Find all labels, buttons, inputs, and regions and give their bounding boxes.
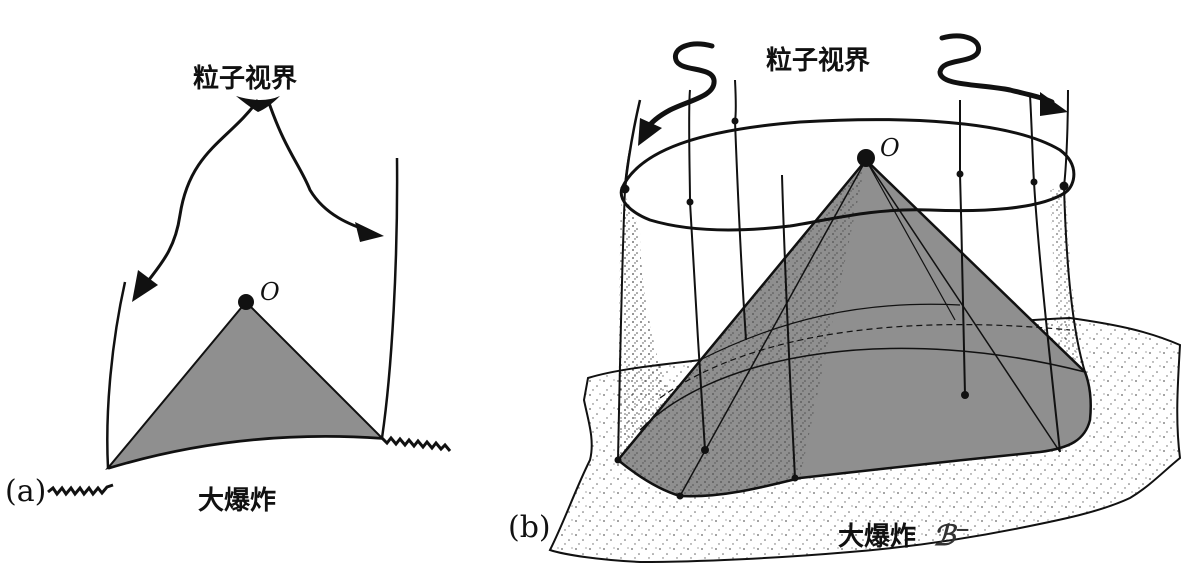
cone-inner-line-3 — [865, 159, 956, 321]
panel-b-bottom-text: 大爆炸 — [838, 522, 917, 552]
galaxy-point-3 — [676, 492, 684, 500]
panel-a-bottom-label: 大爆炸 — [198, 486, 277, 516]
horizon-cylinder-side-right — [1050, 185, 1085, 375]
panel-a — [47, 96, 452, 497]
panel-a-title: 粒子视界 — [193, 64, 298, 94]
worldline-left-a — [106, 281, 127, 469]
panel-b-bottom-label: 大爆炸 ℬ− — [838, 516, 970, 553]
origin-point-b — [857, 149, 875, 167]
big-bang-wavy-right — [380, 435, 452, 452]
panel-b — [548, 33, 1182, 564]
cone-inner-line-1 — [679, 159, 867, 497]
panel-b-label: (b) — [508, 510, 551, 545]
panel-a-origin-label: O — [260, 278, 280, 306]
cone-section-curve-3 — [699, 303, 961, 361]
horizon-arrow-left-b — [642, 41, 717, 135]
arrow-junction-a — [236, 96, 280, 112]
horizon-arrow-right-a-head — [355, 222, 384, 242]
panel-b-title: 粒子视界 — [766, 46, 871, 76]
panel-b-bottom-superscript: − — [955, 519, 971, 541]
worldline-right-a — [380, 157, 399, 439]
cone-section-curve-2 — [659, 324, 1071, 399]
galaxy-point-2 — [961, 391, 969, 399]
horizon-arrow-left-b-head — [638, 118, 662, 146]
origin-point-a — [238, 294, 254, 310]
cone-section-curve-1 — [639, 347, 1086, 431]
past-light-cone-a — [105, 300, 385, 470]
horizon-arrow-left-a-head — [132, 270, 158, 302]
galaxy-point-5 — [614, 456, 622, 464]
horizon-arrow-left-a — [143, 99, 260, 286]
galaxy-point-1 — [701, 446, 709, 454]
horizon-arrow-right-a — [266, 99, 373, 234]
panel-b-bottom-symbol: ℬ — [933, 519, 956, 552]
particle-horizon-ring — [619, 118, 1076, 232]
panel-b-origin-label: O — [880, 134, 900, 162]
horizon-arrow-right-b — [937, 33, 1055, 105]
panel-a-label: (a) — [5, 474, 47, 509]
cone-stipple — [618, 160, 866, 497]
horizon-arrow-right-b-head — [1040, 92, 1068, 116]
big-bang-wavy-left — [47, 483, 114, 497]
galaxy-worldlines — [617, 79, 1086, 479]
galaxy-point-4 — [791, 474, 799, 482]
